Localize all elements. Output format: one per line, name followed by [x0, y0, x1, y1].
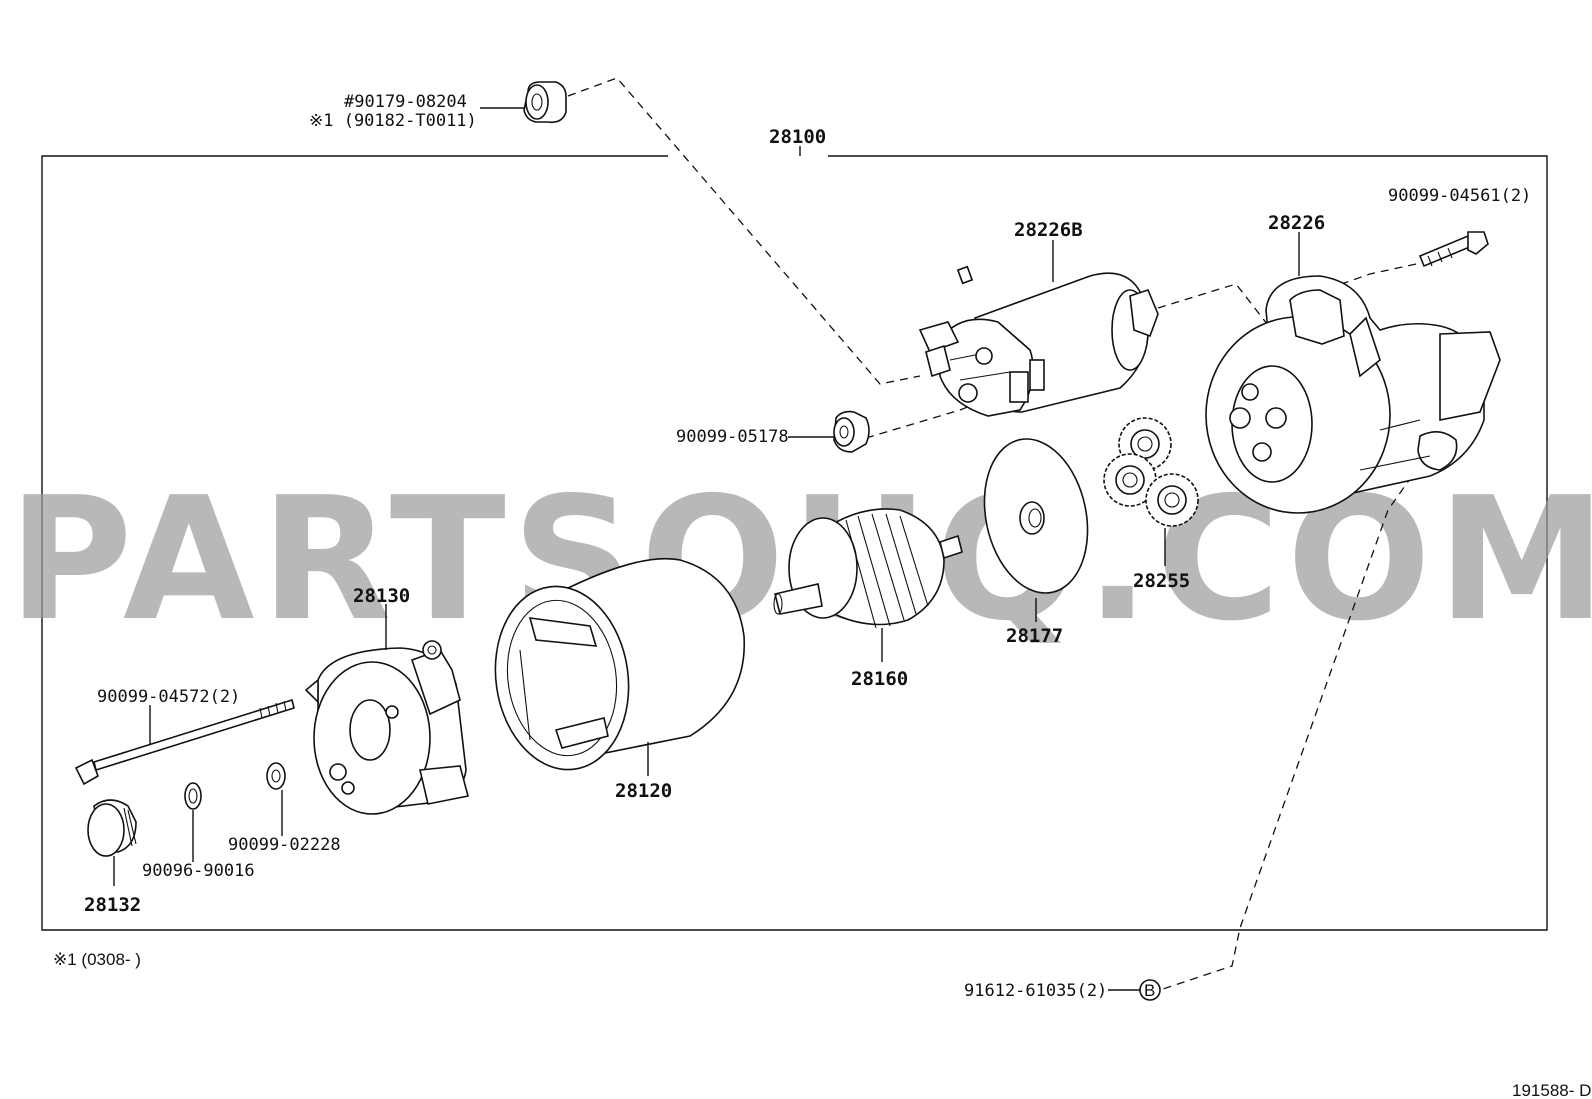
label-28130[interactable]: 28130	[353, 585, 410, 607]
label-28177[interactable]: 28177	[1006, 625, 1063, 647]
label-90099-04561[interactable]: 90099-04561(2)	[1388, 186, 1531, 206]
part-yoke-28120[interactable]	[484, 557, 746, 779]
part-solenoid-28226B[interactable]	[918, 265, 1159, 417]
reference-marker-b	[1139, 979, 1161, 1001]
label-28255[interactable]: 28255	[1133, 570, 1190, 592]
dashed-link-solenoid-to-housing	[1157, 283, 1279, 339]
part-armature-28160[interactable]	[773, 508, 963, 629]
dashed-link-bushing-to-solenoid	[567, 77, 921, 385]
reference-marker-b-label: B	[1144, 981, 1155, 1000]
label-90096-90016[interactable]: 90096-90016	[142, 861, 255, 881]
part-bushing-90179[interactable]	[523, 81, 567, 124]
part-bushing-90099-05178[interactable]	[833, 410, 870, 453]
part-bolt-90099-04561[interactable]	[1418, 231, 1489, 268]
part-through-bolt-90099-04572[interactable]	[74, 698, 295, 786]
label-28160[interactable]: 28160	[851, 668, 908, 690]
dashed-link-91612-to-housing	[1159, 475, 1413, 991]
label-90099-04572[interactable]: 90099-04572(2)	[97, 687, 240, 707]
part-plate-28177[interactable]	[971, 429, 1101, 602]
part-end-frame-28130[interactable]	[304, 640, 469, 815]
label-90099-02228[interactable]: 90099-02228	[228, 835, 341, 855]
label-91612-61035[interactable]: 91612-61035(2)	[964, 981, 1107, 1001]
label-28100[interactable]: 28100	[769, 126, 826, 148]
label-28132[interactable]: 28132	[84, 894, 141, 916]
label-90099-05178[interactable]: 90099-05178	[676, 427, 789, 447]
diagram-id: 191588- D	[1512, 1081, 1591, 1099]
assembly-frame	[41, 155, 1548, 931]
footnote-applicability: ※1 (0308- )	[53, 950, 141, 969]
label-28120[interactable]: 28120	[615, 780, 672, 802]
label-90179-08204[interactable]: #90179-08204	[344, 92, 467, 112]
label-28226[interactable]: 28226	[1268, 212, 1325, 234]
part-cap-28132[interactable]	[87, 799, 137, 857]
dashed-link-05178-to-solenoid	[865, 401, 981, 439]
part-washer-90099-02228[interactable]	[266, 762, 286, 790]
label-28226B[interactable]: 28226B	[1014, 219, 1083, 241]
part-housing-28226[interactable]	[1205, 275, 1501, 514]
part-clip-90096-90016[interactable]	[184, 782, 202, 810]
part-planetary-gears-28255[interactable]	[1103, 417, 1199, 527]
label-90182-T0011[interactable]: ※1 (90182-T0011)	[309, 111, 477, 131]
